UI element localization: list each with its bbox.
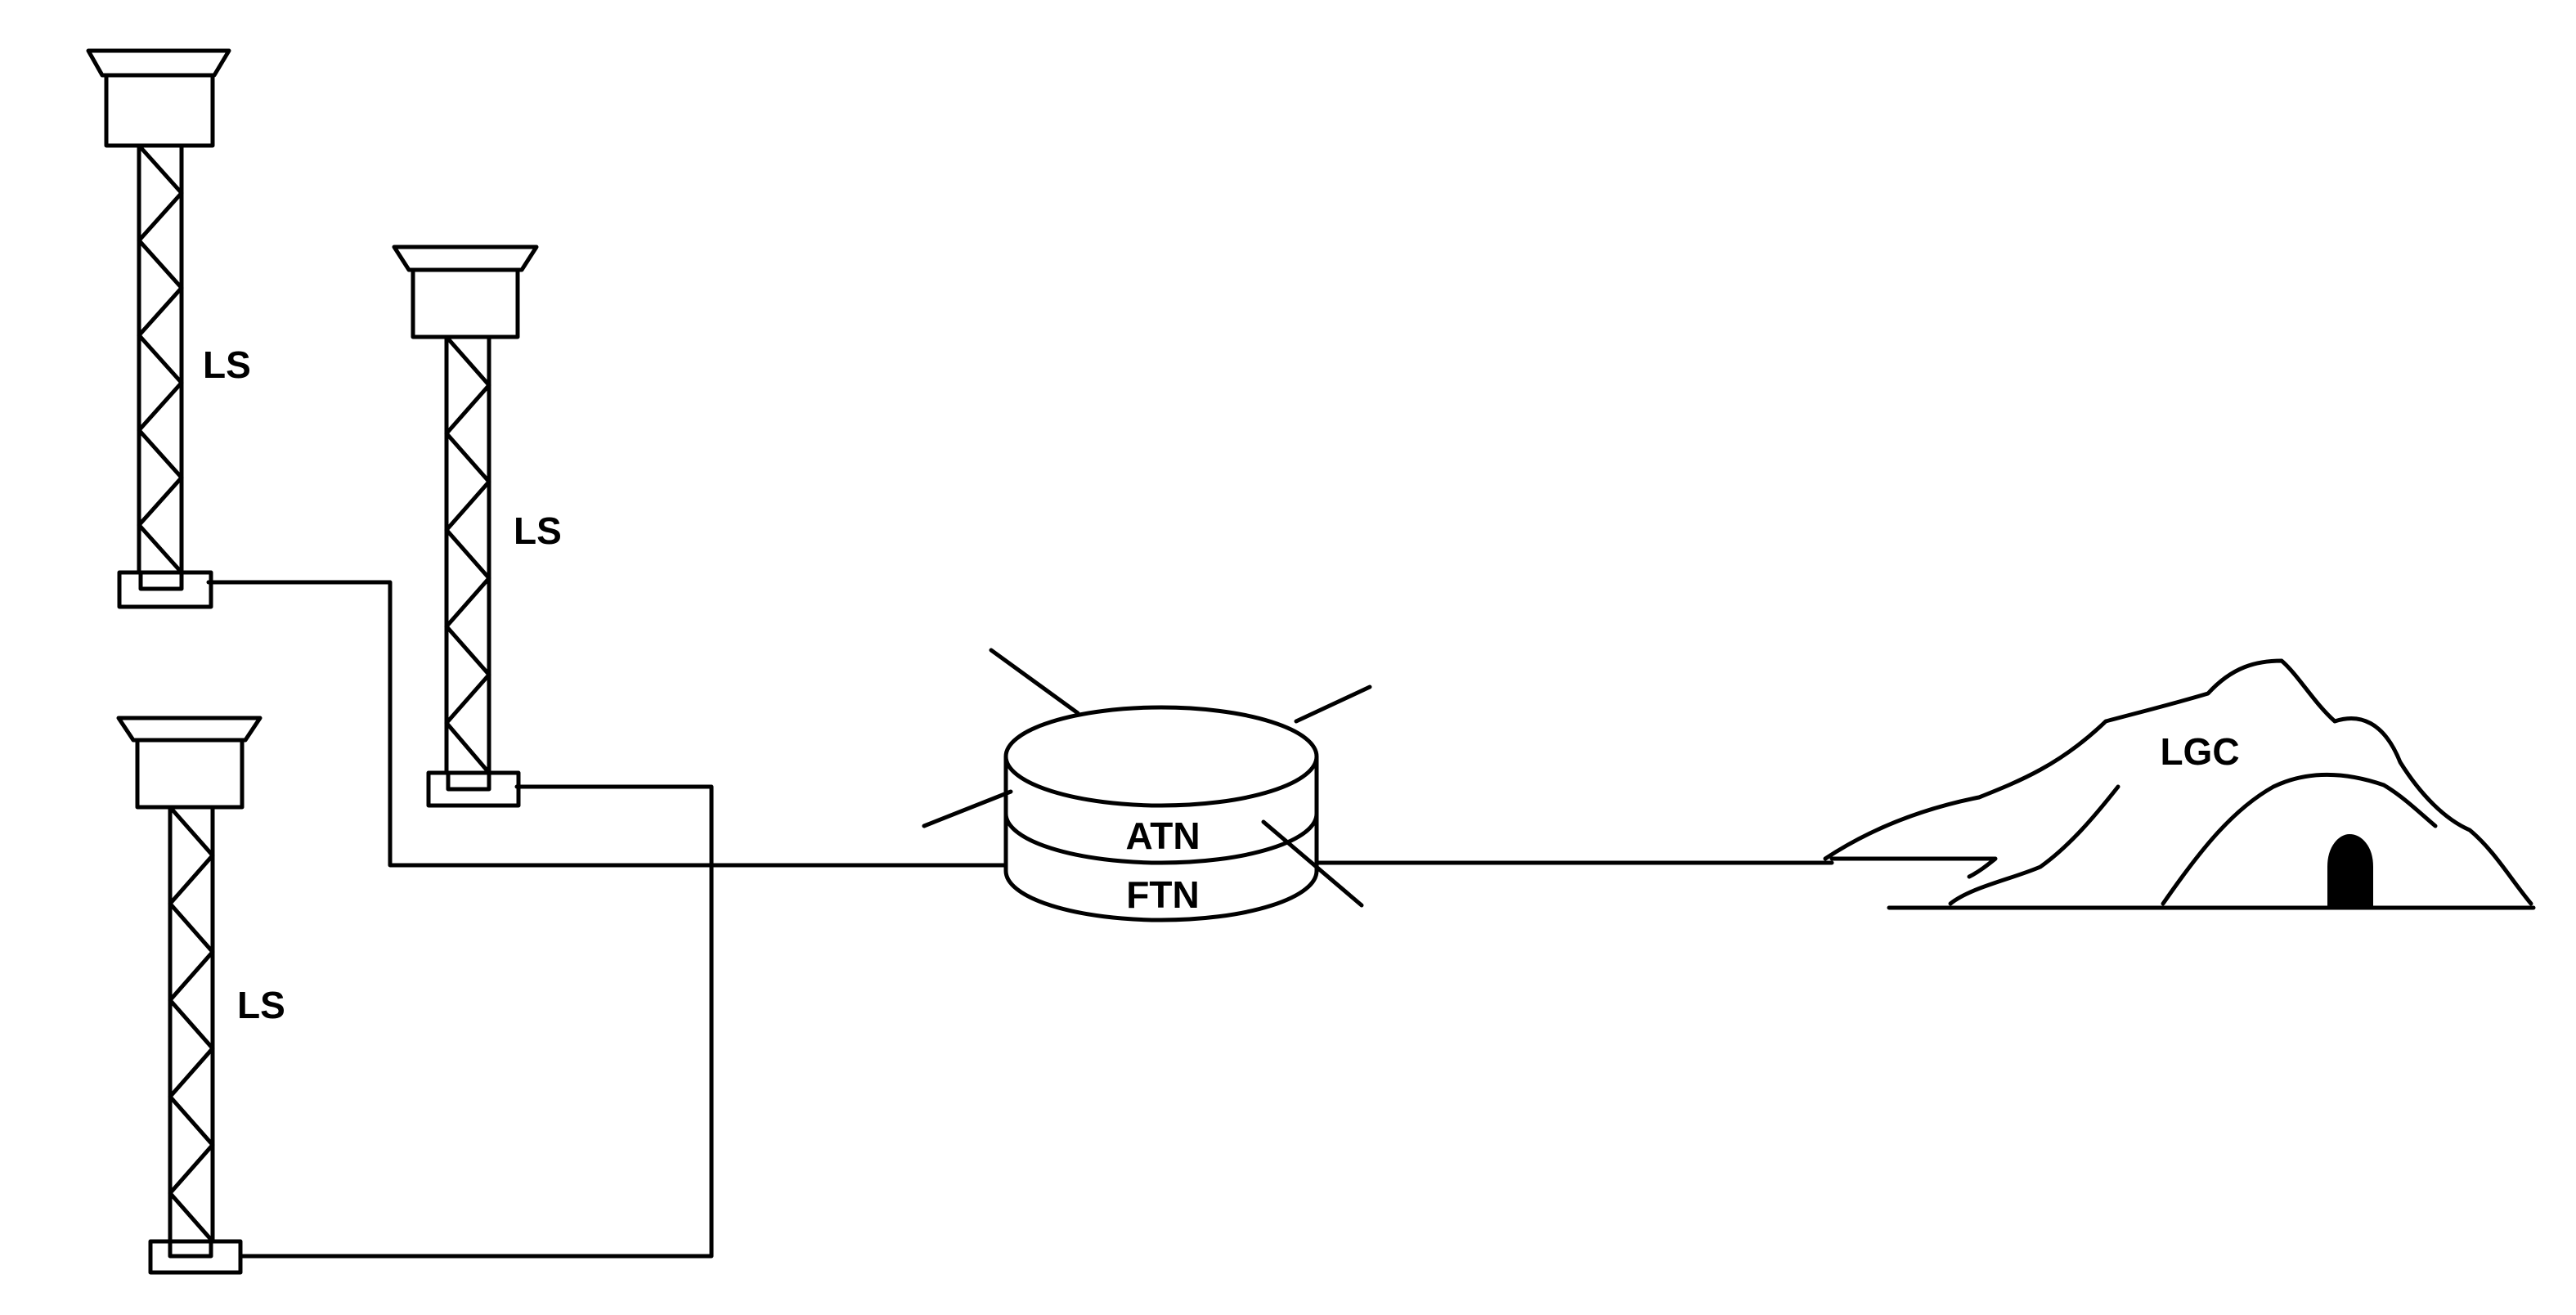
control-center-mountain: LGC xyxy=(1823,658,2536,910)
launch-site-tower-2: LS xyxy=(392,245,562,808)
tower-1-label: LS xyxy=(203,343,251,386)
cable-tower3-to-node xyxy=(239,863,714,1259)
launch-site-tower-1: LS xyxy=(86,48,251,609)
tunnel-entrance-icon xyxy=(2327,833,2373,908)
control-center-label: LGC xyxy=(2160,730,2239,773)
tower-2-label: LS xyxy=(514,509,562,552)
launch-site-tower-3: LS xyxy=(116,716,285,1275)
cable-tower1-to-node xyxy=(206,580,1008,868)
cable-tower2-to-node xyxy=(514,784,714,868)
node-top-label: ATN xyxy=(1125,815,1200,857)
network-node-cylinder: ATN FTN xyxy=(922,648,1372,922)
tower-3-label: LS xyxy=(237,984,285,1026)
node-bottom-label: FTN xyxy=(1126,873,1199,916)
